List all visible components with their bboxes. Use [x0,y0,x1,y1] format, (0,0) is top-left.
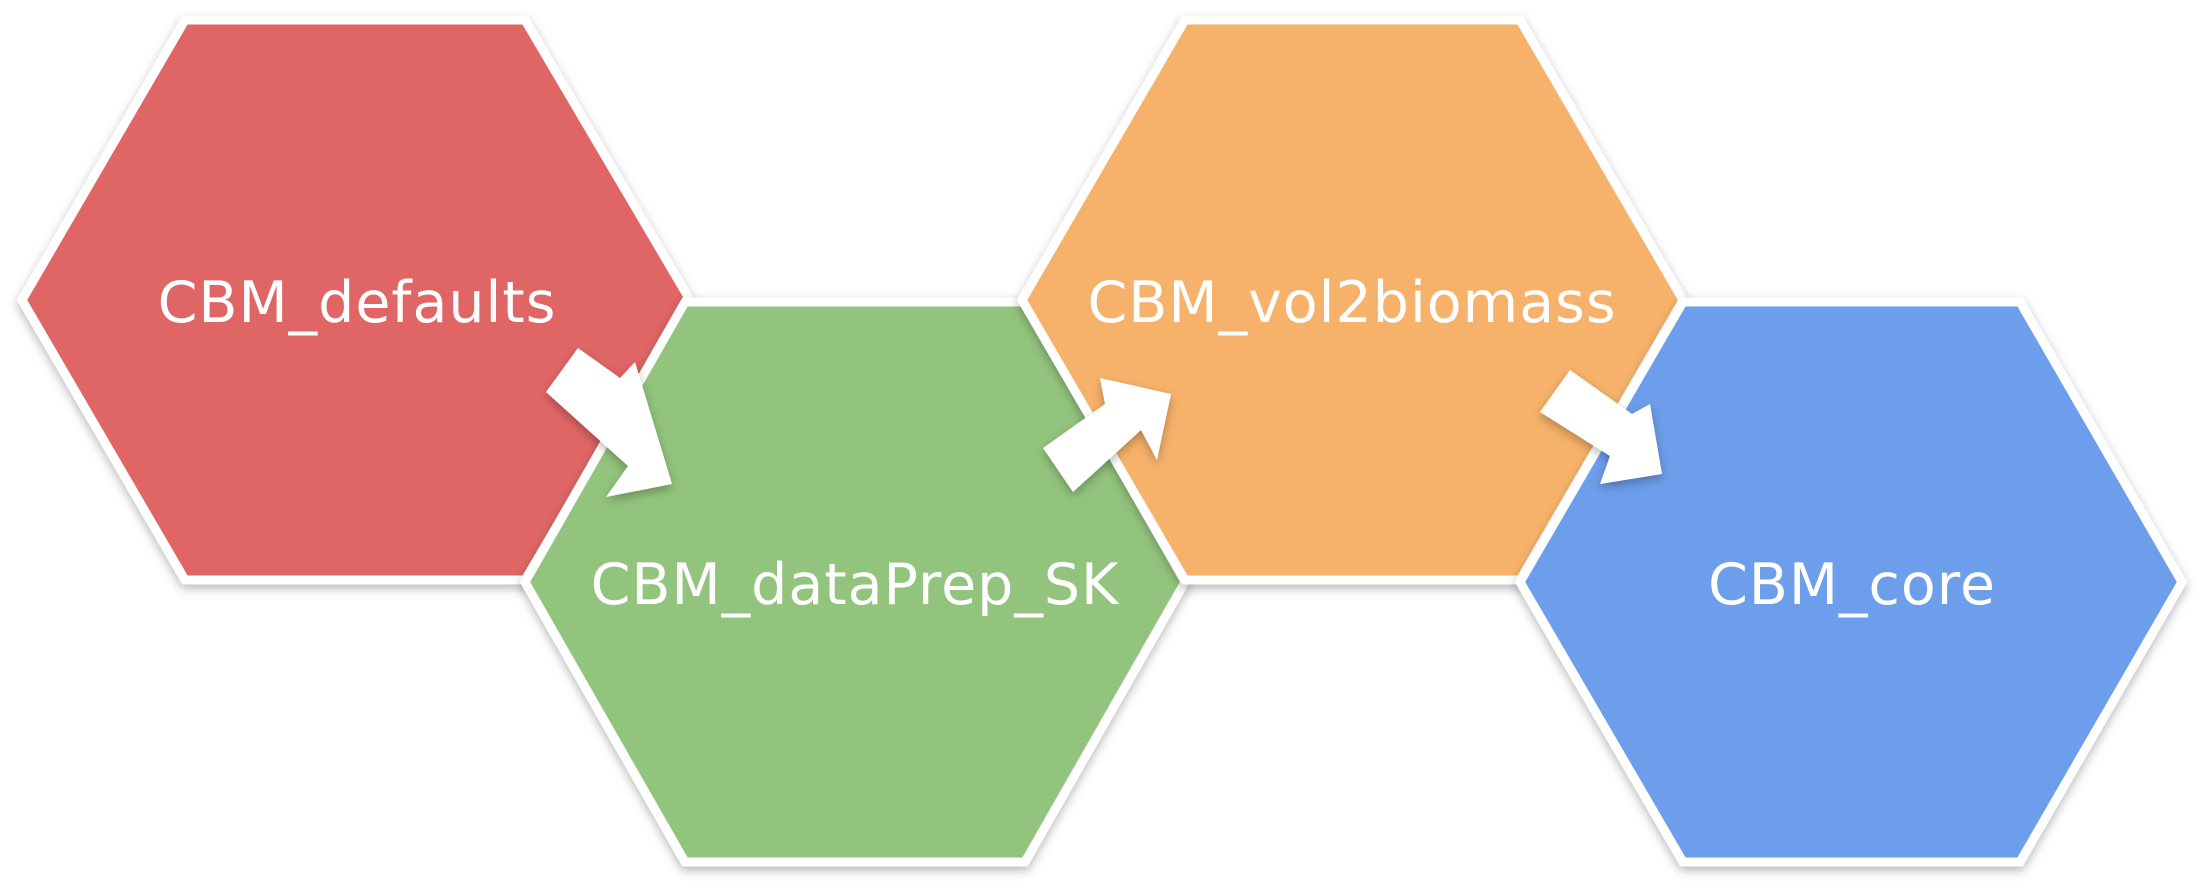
arrow-dataprep-to-vol2biomass-icon [1043,378,1171,492]
hex-node-cbm-core: CBM_core [1514,297,2188,867]
hex-label-vol2biomass: CBM_vol2biomass [1087,270,1616,336]
arrow-vol2biomass-to-core-icon [1540,370,1662,484]
hex-label-core: CBM_core [1708,552,1996,618]
hex-node-cbm-dataprep-sk: CBM_dataPrep_SK [519,297,1191,867]
arrow-defaults-to-dataprep-icon [546,348,672,497]
hex-shape-core [1514,297,2188,867]
hex-label-defaults: CBM_defaults [158,270,557,336]
hex-label-dataprep: CBM_dataPrep_SK [591,552,1120,618]
